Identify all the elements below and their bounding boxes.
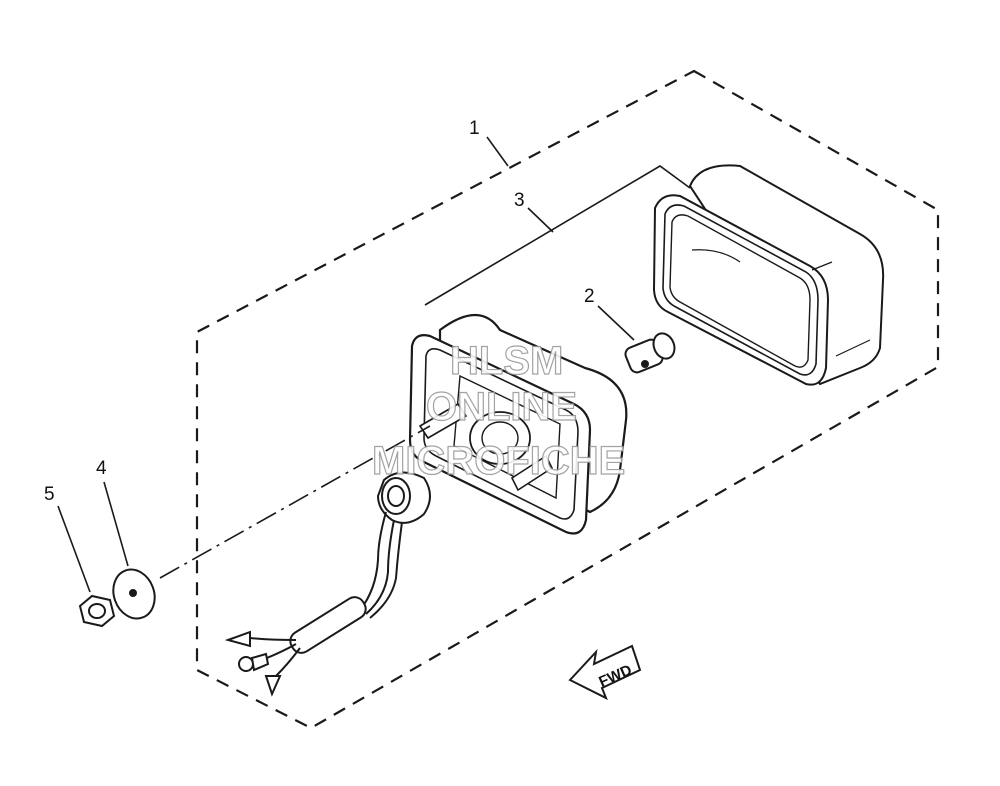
callout-4: 4 [96, 458, 107, 479]
leader-line-3 [527, 207, 554, 233]
nut [78, 594, 116, 628]
leader-line-1 [486, 136, 509, 167]
watermark-line-3: MICROFICHE [372, 439, 625, 483]
watermark: HLSM ONLINE MICROFICHE [371, 338, 626, 483]
watermark-line-2: ONLINE [426, 385, 577, 429]
callout-1: 1 [469, 118, 480, 139]
callout-5: 5 [44, 484, 55, 505]
fwd-arrow-icon: FWD [568, 644, 642, 701]
alignment-line [159, 425, 431, 579]
wire-harness [224, 471, 431, 697]
leader-line-2 [597, 305, 635, 341]
leader-line-5 [57, 505, 91, 593]
bracket-3 [424, 165, 691, 306]
callout-3: 3 [514, 190, 525, 211]
bulb [624, 332, 676, 374]
washer [112, 568, 156, 620]
leader-line-4 [103, 481, 129, 567]
watermark-line-1: HLSM [450, 339, 563, 383]
callout-2: 2 [584, 286, 595, 307]
lens [652, 164, 885, 386]
housing [408, 314, 628, 535]
